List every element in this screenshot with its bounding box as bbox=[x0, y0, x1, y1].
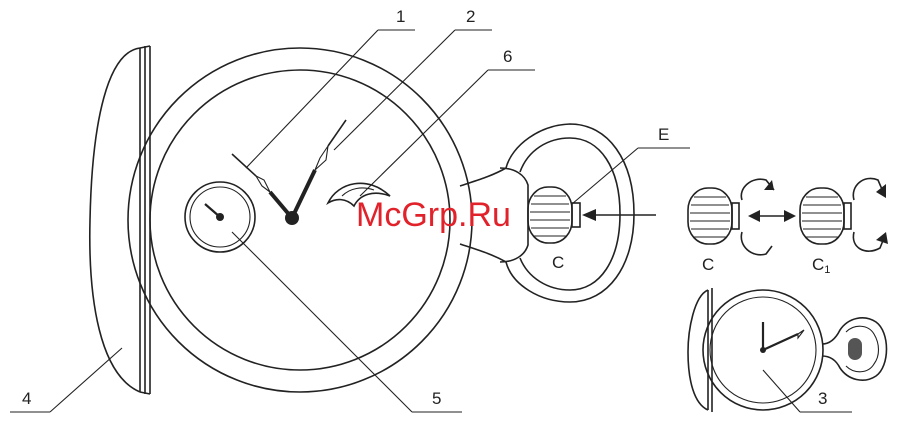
callout-4: 4 bbox=[22, 389, 31, 408]
watermark: McGrp.Ru bbox=[356, 196, 511, 234]
crown-label-right-letter: C bbox=[812, 255, 824, 274]
callout-6: 6 bbox=[503, 47, 512, 66]
crown-label-right: C1 bbox=[812, 255, 830, 276]
push-arrow bbox=[582, 209, 656, 221]
crown-label-left: C bbox=[702, 255, 714, 274]
small-watch bbox=[688, 288, 887, 412]
callout-1: 1 bbox=[396, 7, 405, 26]
sub-seconds-dial bbox=[185, 182, 255, 252]
crown-position-c1 bbox=[800, 178, 888, 251]
callout-2: 2 bbox=[466, 7, 475, 26]
crown-label-main: C bbox=[552, 253, 564, 272]
callout-5: 5 bbox=[432, 389, 441, 408]
crown bbox=[528, 187, 580, 243]
crown-position-c bbox=[688, 179, 774, 255]
callout-e: E bbox=[658, 125, 669, 144]
crown-shift-arrow bbox=[748, 210, 796, 222]
callout-3: 3 bbox=[818, 389, 827, 408]
watch-cover bbox=[90, 46, 150, 394]
crown-label-right-sub: 1 bbox=[824, 264, 830, 276]
